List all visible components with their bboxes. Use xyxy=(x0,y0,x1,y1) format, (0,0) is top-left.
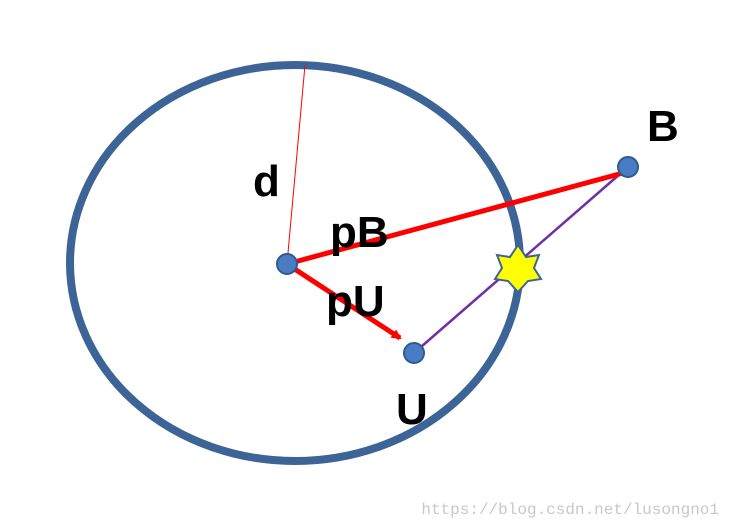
label-pu: pU xyxy=(326,277,385,326)
vector-pu-arrow xyxy=(285,261,402,341)
vector-pb-arrow xyxy=(286,167,636,267)
intersection-star-icon xyxy=(493,243,543,294)
label-b: B xyxy=(647,102,679,151)
label-pb: pB xyxy=(330,208,389,257)
watermark-text: https://blog.csdn.net/lusongno1 xyxy=(421,501,719,519)
radius-line-d xyxy=(286,64,306,265)
point-b xyxy=(617,156,639,178)
label-d: d xyxy=(253,157,280,206)
point-u xyxy=(403,342,425,364)
point-center xyxy=(276,253,298,275)
label-u: U xyxy=(396,385,428,434)
